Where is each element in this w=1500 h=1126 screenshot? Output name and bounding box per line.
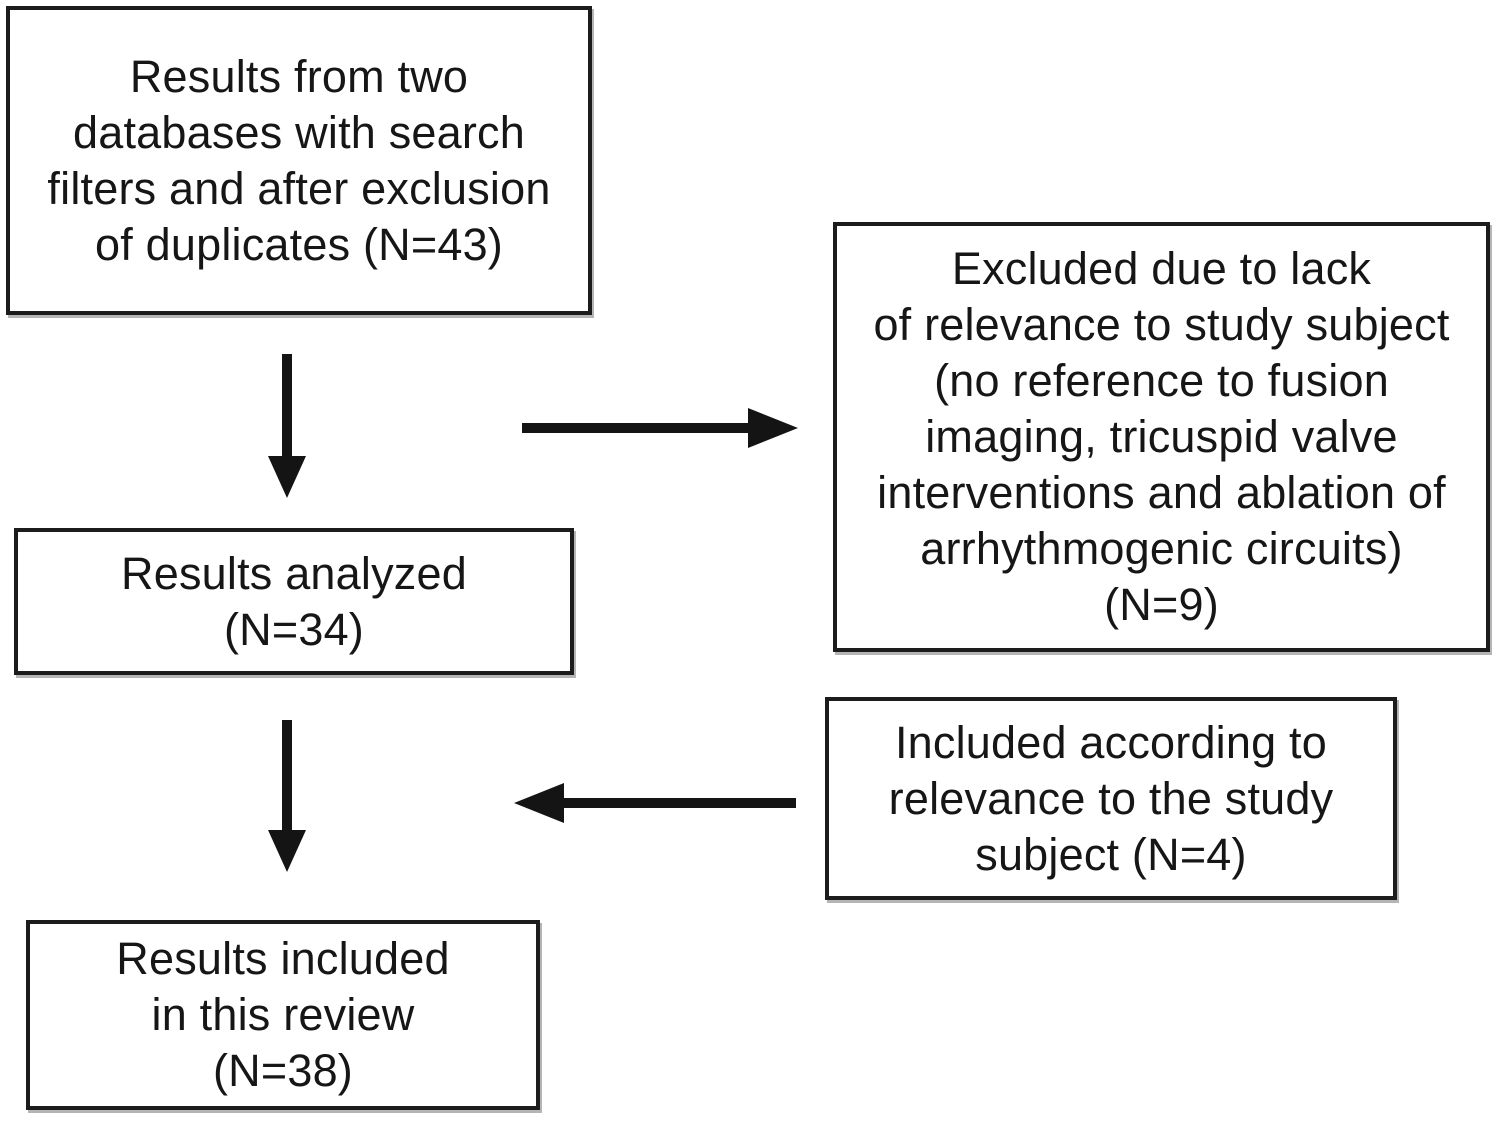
node-excluded-text: Excluded due to lack of relevance to stu… xyxy=(873,243,1450,630)
node-results-in-review-text: Results included in this review (N=38) xyxy=(116,933,450,1096)
node-search-results-text: Results from two databases with search f… xyxy=(47,50,551,270)
arrow-right-to-excluded-icon xyxy=(522,408,798,448)
node-results-analyzed: Results analyzed (N=34) xyxy=(14,528,574,675)
node-excluded: Excluded due to lack of relevance to stu… xyxy=(833,222,1490,652)
arrow-left-from-included-icon xyxy=(514,783,796,823)
node-results-analyzed-text: Results analyzed (N=34) xyxy=(121,547,467,655)
arrow-down-source-to-analyzed-icon xyxy=(268,354,306,498)
node-included-text: Included according to relevance to the s… xyxy=(888,716,1334,880)
node-included: Included according to relevance to the s… xyxy=(825,697,1397,900)
arrow-down-analyzed-to-final-icon xyxy=(268,720,306,872)
node-search-results: Results from two databases with search f… xyxy=(6,6,592,315)
node-results-in-review: Results included in this review (N=38) xyxy=(26,920,540,1110)
